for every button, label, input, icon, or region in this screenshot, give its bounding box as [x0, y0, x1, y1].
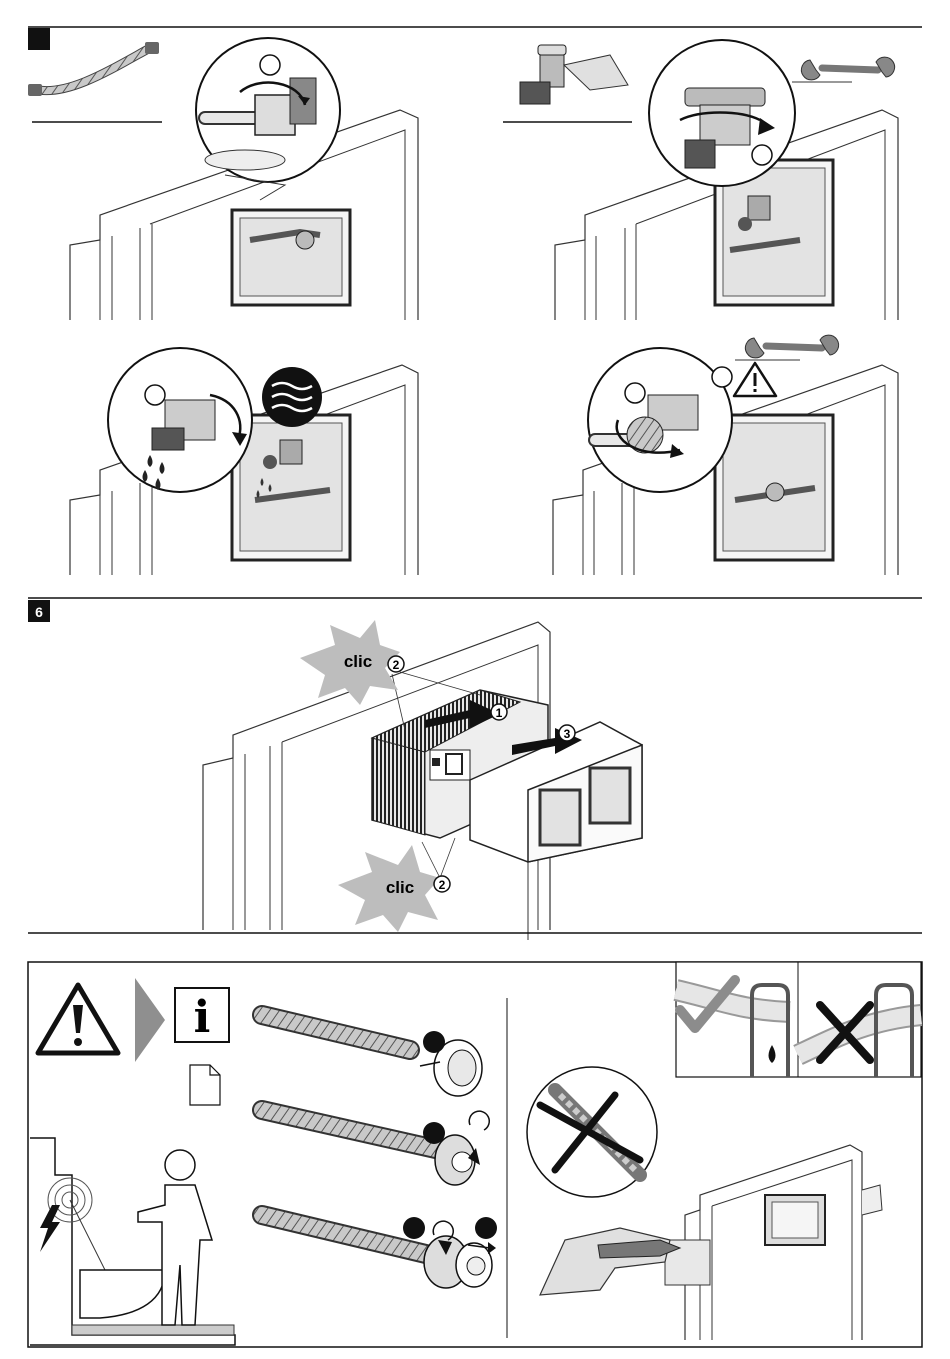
- electrical-safety-scene: [30, 1138, 235, 1345]
- step6-module-assembly: clic clic 2 1 3 2: [203, 620, 642, 940]
- panel-install-valve: [503, 40, 898, 320]
- no-drill-icon: [527, 1067, 657, 1197]
- water-waves-icon: [262, 367, 322, 427]
- wrench-icon: [745, 335, 838, 358]
- warning-triangle-icon: [38, 985, 118, 1053]
- step-marker-3: 3: [559, 725, 575, 741]
- panel-tighten-connection: [553, 335, 898, 575]
- warning-triangle-icon: [734, 363, 776, 396]
- clic-label-bottom: clic: [386, 878, 414, 897]
- step-number-6: 6: [35, 604, 43, 620]
- info-icon: i: [175, 988, 229, 1043]
- step-marker-2-top: 2: [388, 656, 404, 672]
- panel-connect-hose: [28, 38, 418, 320]
- step-badge-5: [28, 28, 50, 50]
- hose-seal-diagram: [262, 1015, 497, 1288]
- hose-routing-comparison: [676, 962, 921, 1077]
- step-marker-2-bottom: 2: [434, 876, 450, 892]
- svg-text:2: 2: [439, 878, 446, 892]
- panel-flush-water: [70, 348, 418, 575]
- step-marker-1: 1: [491, 704, 507, 720]
- wrench-icon: [801, 57, 894, 80]
- svg-text:2: 2: [393, 658, 400, 672]
- document-icon: [190, 1065, 220, 1105]
- angle-valve-icon: [520, 45, 628, 104]
- lightning-icon: [40, 1205, 60, 1252]
- svg-text:i: i: [194, 992, 211, 1043]
- svg-text:1: 1: [496, 706, 503, 720]
- svg-text:3: 3: [564, 727, 571, 741]
- flex-hose-icon: [28, 42, 159, 96]
- arrow-right-icon: [135, 978, 165, 1062]
- clic-label-top: clic: [344, 652, 372, 671]
